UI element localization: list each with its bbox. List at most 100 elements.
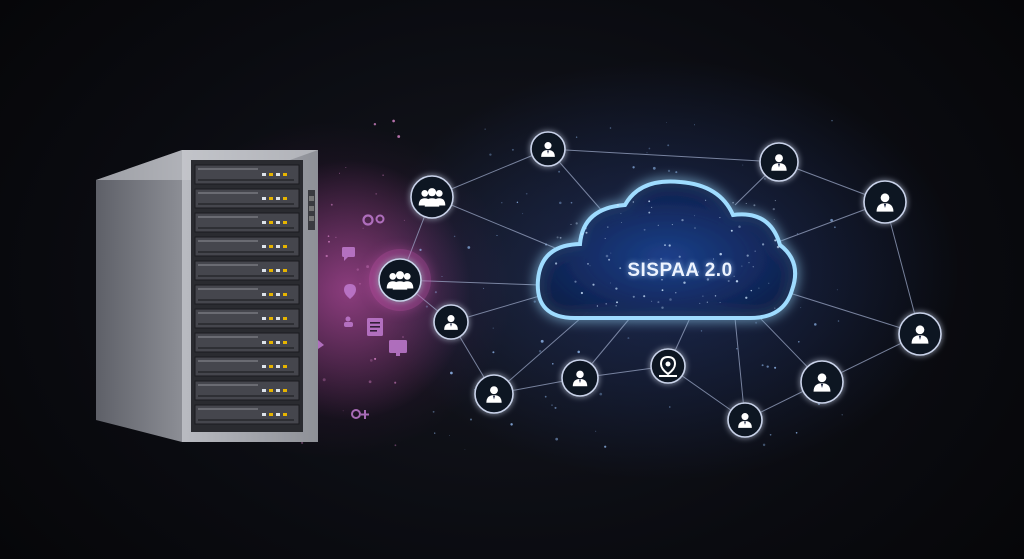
server-bay: [194, 356, 300, 377]
cloud-sparkle: [607, 226, 609, 228]
cloud-sparkle: [738, 225, 741, 229]
particle: [837, 320, 840, 322]
particle: [627, 337, 630, 340]
particle: [467, 246, 471, 249]
user-group-icon: [369, 249, 431, 311]
cloud-sparkle: [620, 213, 622, 215]
server-bay: [194, 188, 300, 209]
particle: [675, 171, 678, 174]
cloud-sparkle: [604, 237, 606, 240]
user-icon: [433, 304, 469, 340]
particle: [559, 201, 562, 205]
cloud-sparkle: [714, 295, 717, 297]
particle: [359, 282, 361, 285]
particle: [764, 178, 766, 180]
cloud-sparkle: [608, 258, 611, 261]
cloud-sparkle: [585, 231, 588, 234]
particle: [558, 170, 561, 173]
cloud-sparkle: [714, 273, 716, 275]
server-bay: [194, 164, 300, 185]
particle: [469, 418, 473, 421]
particle: [604, 445, 607, 448]
particle: [392, 119, 395, 123]
particle: [533, 300, 536, 303]
cloud-sparkle: [619, 267, 622, 269]
cloud-sparkle: [750, 289, 753, 292]
particle: [339, 172, 340, 174]
cloud-sparkles: [555, 199, 780, 309]
particle: [796, 233, 799, 235]
particle: [774, 366, 777, 369]
particle: [335, 236, 337, 239]
server-bay: [194, 380, 300, 401]
particle: [841, 414, 843, 416]
particle: [345, 166, 347, 169]
server-bay: [194, 308, 300, 329]
location-pin-icon: [650, 348, 686, 384]
particle: [448, 435, 450, 437]
particle: [667, 144, 670, 147]
cloud-sparkle: [761, 243, 765, 246]
particle: [798, 341, 800, 343]
server-bay: [194, 404, 300, 425]
user-icon: [474, 374, 514, 414]
cloud-sparkle: [702, 295, 704, 297]
cloud-sparkle: [668, 244, 671, 247]
particle: [667, 169, 671, 173]
cloud-sparkle: [648, 200, 651, 203]
cloud-sparkle: [774, 307, 776, 309]
cloud-sparkle: [675, 292, 677, 294]
user-icon: [561, 359, 599, 397]
particle: [375, 193, 378, 195]
particle: [441, 276, 443, 277]
user-icon: [530, 131, 566, 167]
cloud-sparkle: [741, 265, 743, 267]
cloud-sparkle: [610, 252, 612, 254]
particle: [800, 307, 802, 309]
document-icon: [367, 318, 383, 336]
user-group-icon: [410, 175, 454, 219]
particle: [496, 235, 498, 236]
particle: [540, 339, 544, 343]
particle: [742, 164, 744, 166]
particle: [648, 147, 651, 150]
user-icon: [800, 360, 844, 404]
particle: [632, 166, 635, 169]
particle: [501, 202, 503, 204]
particle: [322, 378, 326, 382]
particle: [464, 449, 466, 450]
particle: [328, 240, 330, 243]
particle: [736, 348, 738, 350]
cloud-sparkle: [643, 228, 646, 231]
cloud-sparkle: [589, 265, 591, 267]
particle: [342, 410, 344, 412]
cloud-sparkle: [774, 200, 776, 202]
particle: [382, 174, 384, 176]
cloud-sparkle: [661, 271, 664, 274]
particle: [538, 350, 542, 353]
cloud-sparkle: [745, 296, 748, 299]
cloud-sparkle: [732, 201, 734, 204]
cloud-sparkle: [575, 222, 578, 225]
cloud-sparkle: [776, 245, 780, 249]
particle: [484, 128, 486, 130]
particle: [652, 166, 656, 170]
cloud-sparkle: [754, 250, 756, 252]
cloud-sparkle: [748, 261, 750, 264]
cloud-sparkle: [643, 295, 646, 298]
user-nodes: [369, 131, 942, 438]
particle: [666, 122, 667, 123]
particle: [432, 410, 435, 413]
cloud-sparkle: [581, 233, 583, 235]
cloud-sparkle: [730, 229, 733, 232]
gear-icon: [362, 214, 385, 226]
particle: [575, 136, 578, 138]
particle: [551, 404, 553, 406]
cloud-sparkle: [584, 227, 587, 230]
cloud-sparkle: [559, 236, 562, 239]
particle: [492, 327, 494, 329]
particle: [450, 371, 453, 375]
cloud-sparkle: [610, 282, 612, 284]
particle: [483, 287, 485, 289]
